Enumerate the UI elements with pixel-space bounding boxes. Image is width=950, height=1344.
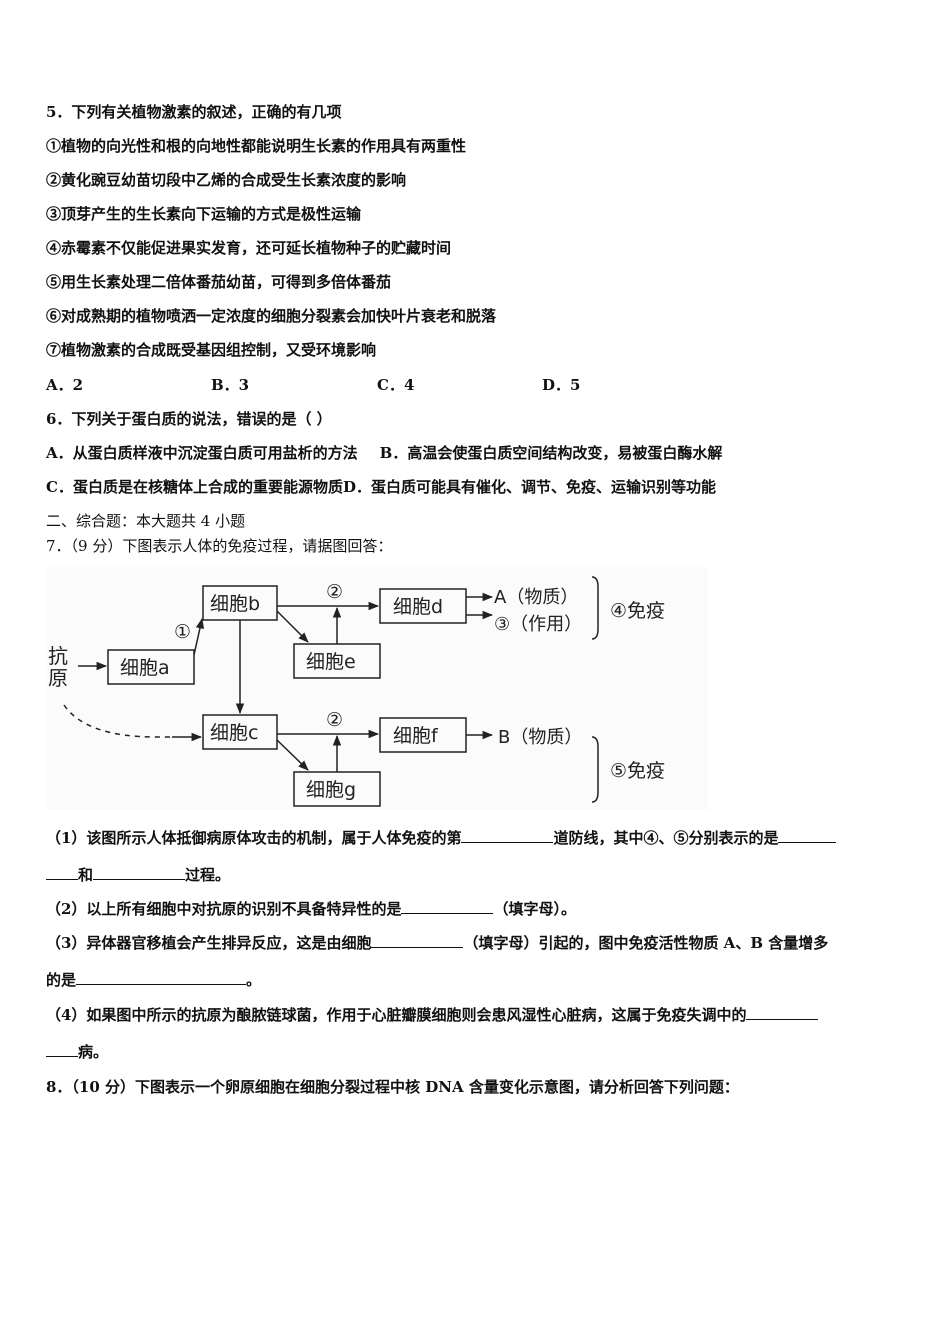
q7-part-2: （2）以上所有细胞中对抗原的识别不具备特异性的是（填字母）。 (46, 899, 576, 918)
q7-part-1-line-1: （1）该图所示人体抵御病原体攻击的机制，属于人体免疫的第道防线，其中④、⑤分别表… (46, 828, 837, 848)
q5-item-6: ⑥对成熟期的植物喷洒一定浓度的细胞分裂素会加快叶片衰老和脱落 (46, 307, 497, 325)
output-a-label: A（物质） (494, 587, 578, 608)
cell-f-label: 细胞f (393, 725, 439, 747)
answer-blank[interactable] (746, 1005, 819, 1020)
q5-stem: 5．下列有关植物激素的叙述，正确的有几项 (46, 103, 342, 121)
q6-options-row-2: C．蛋白质是在核糖体上合成的重要能源物质D．蛋白质可能具有催化、调节、免疫、运输… (46, 477, 716, 497)
answer-blank[interactable] (401, 899, 494, 914)
arrow-c-to-g (276, 739, 309, 771)
q6-stem: 6．下列关于蛋白质的说法，错误的是（ ） (46, 410, 332, 428)
cell-g-label: 细胞g (306, 779, 356, 801)
q5-item-4: ④赤霉素不仅能促进果实发育，还可延长植物种子的贮藏时间 (46, 239, 452, 257)
answer-blank[interactable] (46, 865, 78, 880)
answer-blank[interactable] (778, 828, 837, 843)
cell-d-label: 细胞d (393, 596, 443, 618)
q5-item-1: ①植物的向光性和根的向地性都能说明生长素的作用具有两重性 (46, 137, 467, 155)
q7-part-4-line-2: 病。 (46, 1042, 108, 1062)
q8-stem: 8．（10 分）下图表示一个卵原细胞在细胞分裂过程中核 DNA 含量变化示意图，… (46, 1078, 739, 1096)
q6-options-row-1: A．从蛋白质样液中沉淀蛋白质可用盐析的方法 B．高温会使蛋白质空间结构改变，易被蛋… (46, 443, 722, 463)
q5-item-7: ⑦植物激素的合成既受基因组控制，又受环境影响 (46, 341, 377, 359)
immune-process-diagram: 抗 原 细胞a 细胞b 细胞e 细胞d 细胞c 细胞f 细胞g ① ② ② A（… (46, 567, 708, 810)
q5-item-2: ②黄化豌豆幼苗切段中乙烯的合成受生长素浓度的影响 (46, 171, 407, 189)
immunity-5-label: ⑤免疫 (610, 760, 665, 782)
output-b-label: B（物质） (498, 727, 582, 748)
cell-a-label: 细胞a (120, 657, 170, 679)
cell-b-label: 细胞b (210, 593, 260, 615)
arrow-a-to-b (193, 617, 205, 656)
q6-option-d: D．蛋白质可能具有催化、调节、免疫、运输识别等功能 (342, 478, 716, 496)
antigen-label-2: 原 (48, 666, 68, 690)
q6-option-c: C．蛋白质是在核糖体上合成的重要能源物质 (46, 478, 343, 496)
q5-item-5: ⑤用生长素处理二倍体番茄幼苗，可得到多倍体番茄 (46, 273, 392, 291)
cell-c-label: 细胞c (210, 722, 258, 744)
q7-part-4-line-1: （4）如果图中所示的抗原为酿脓链球菌，作用于心脏瓣膜细胞则会患风湿性心脏病，这属… (46, 1005, 819, 1025)
q5-option-c: C．4 (377, 376, 415, 394)
q7-part-3-line-1: （3）异体器官移植会产生排异反应，这是由细胞（填字母）引起的，图中免疫活性物质 … (46, 933, 829, 952)
answer-blank[interactable] (461, 828, 554, 843)
output-3-label: ③（作用） (494, 614, 582, 635)
q5-option-b: B．3 (211, 376, 250, 394)
answer-blank[interactable] (371, 933, 464, 948)
q7-part-3-line-2: 的是。 (46, 970, 262, 989)
section-heading: 二、综合题：本大题共 4 小题 (46, 512, 246, 530)
q5-option-a: A．2 (46, 376, 84, 394)
q7-stem: 7．（9 分）下图表示人体的免疫过程，请据图回答： (46, 537, 393, 555)
arrow-b-to-e (276, 610, 309, 643)
q6-option-a: A．从蛋白质样液中沉淀蛋白质可用盐析的方法 (46, 444, 358, 462)
step-1-label: ① (174, 621, 191, 643)
bracket-lower (591, 736, 599, 803)
q5-option-d: D．5 (542, 376, 581, 394)
q6-option-b: B．高温会使蛋白质空间结构改变，易被蛋白酶水解 (379, 444, 723, 462)
step-2-bottom-label: ② (326, 709, 343, 731)
cell-c-box (202, 714, 278, 750)
dashed-antigen-path (63, 704, 174, 738)
antigen-label-1: 抗 (48, 644, 68, 668)
answer-blank[interactable] (46, 1042, 78, 1057)
immunity-4-label: ④免疫 (610, 600, 665, 622)
q5-item-3: ③顶芽产生的生长素向下运输的方式是极性运输 (46, 205, 362, 223)
cell-d-box (379, 588, 467, 624)
cell-a-box (107, 649, 195, 685)
bracket-upper (591, 576, 599, 640)
answer-blank[interactable] (76, 970, 247, 985)
answer-blank[interactable] (93, 865, 186, 880)
cell-e-label: 细胞e (306, 651, 356, 673)
step-2-top-label: ② (326, 581, 343, 603)
q7-part-1-line-2: 和过程。 (46, 865, 230, 885)
